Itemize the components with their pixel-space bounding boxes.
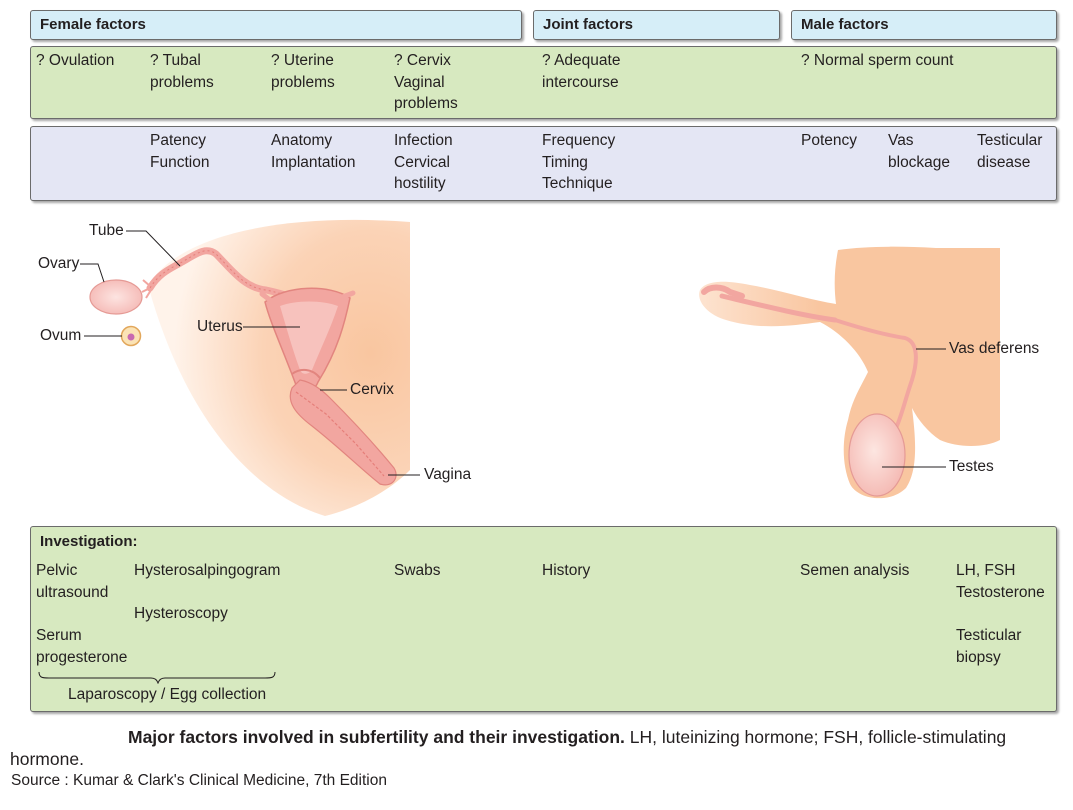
- fallopian-tube: [146, 247, 302, 304]
- female-factors-header: Female factors: [30, 10, 522, 40]
- investigation-biopsy: Testicular biopsy: [956, 627, 1022, 666]
- investigation-hormones: LH, FSH Testosterone: [956, 562, 1045, 601]
- male-factors-header: Male factors: [791, 10, 1057, 40]
- male-factors-title: Male factors: [801, 16, 889, 33]
- vagina-shape: [289, 379, 397, 486]
- label-vagina: Vagina: [424, 466, 472, 483]
- investigation-pelvic: Pelvic ultrasound: [36, 562, 109, 601]
- label-ovary: Ovary: [38, 255, 80, 272]
- joint-factors-header: Joint factors: [533, 10, 780, 40]
- investigation-semen: Semen analysis: [800, 562, 910, 579]
- laparoscopy-brace: [38, 671, 276, 684]
- joint-factors-title: Joint factors: [543, 16, 634, 33]
- female-factors-title: Female factors: [40, 16, 146, 33]
- female-anatomy: [89, 219, 410, 516]
- factor-tubal: ? Tubal problems: [150, 52, 214, 91]
- investigation-laparoscopy: Laparoscopy / Egg collection: [68, 686, 267, 703]
- label-cervix: Cervix: [350, 381, 394, 398]
- factor-intercourse: ? Adequate intercourse: [542, 52, 621, 91]
- male-anatomy: [699, 246, 1000, 499]
- label-ovum: Ovum: [40, 327, 82, 344]
- investigation-hsg: Hysterosalpingogram: [134, 562, 281, 579]
- label-vas-deferens: Vas deferens: [949, 340, 1040, 357]
- investigation-hysteroscopy: Hysteroscopy: [134, 605, 228, 622]
- investigation-box: [30, 526, 1057, 712]
- label-uterus: Uterus: [197, 318, 243, 335]
- detail-cervix: Infection Cervical hostility: [394, 132, 453, 192]
- investigation-serum: Serum progesterone: [36, 627, 128, 666]
- anatomy-illustration: [80, 219, 1000, 516]
- detail-tubal: Patency Function: [150, 132, 210, 171]
- label-tube: Tube: [89, 222, 124, 239]
- source-line: Source : Kumar & Clark's Clinical Medici…: [11, 772, 387, 789]
- testis-shape: [848, 413, 906, 497]
- investigation-swabs: Swabs: [394, 562, 441, 579]
- factors-row: [30, 46, 1057, 119]
- detail-vas: Vas blockage: [888, 132, 951, 171]
- detail-potency: Potency: [801, 132, 858, 149]
- figure-caption: Major factors involved in subfertility a…: [10, 726, 1050, 770]
- investigation-history: History: [542, 562, 591, 579]
- caption-bold: Major factors involved in subfertility a…: [128, 727, 625, 747]
- detail-uterine: Anatomy Implantation: [271, 132, 356, 171]
- factor-uterine: ? Uterine problems: [271, 52, 335, 91]
- ovary-shape: [89, 279, 143, 315]
- details-row: [30, 126, 1057, 201]
- factor-sperm: ? Normal sperm count: [801, 52, 954, 69]
- detail-testicular: Testicular disease: [977, 132, 1043, 171]
- factor-ovulation: ? Ovulation: [36, 52, 115, 69]
- leader-lines: [80, 230, 946, 476]
- investigation-title: Investigation:: [40, 533, 138, 550]
- label-testes: Testes: [949, 458, 994, 475]
- detail-intercourse: Frequency Timing Technique: [542, 132, 616, 192]
- caption-rest: LH, luteinizing hormone; FSH, follicle-s…: [10, 727, 1007, 769]
- factor-cervix: ? Cervix Vaginal problems: [394, 52, 458, 112]
